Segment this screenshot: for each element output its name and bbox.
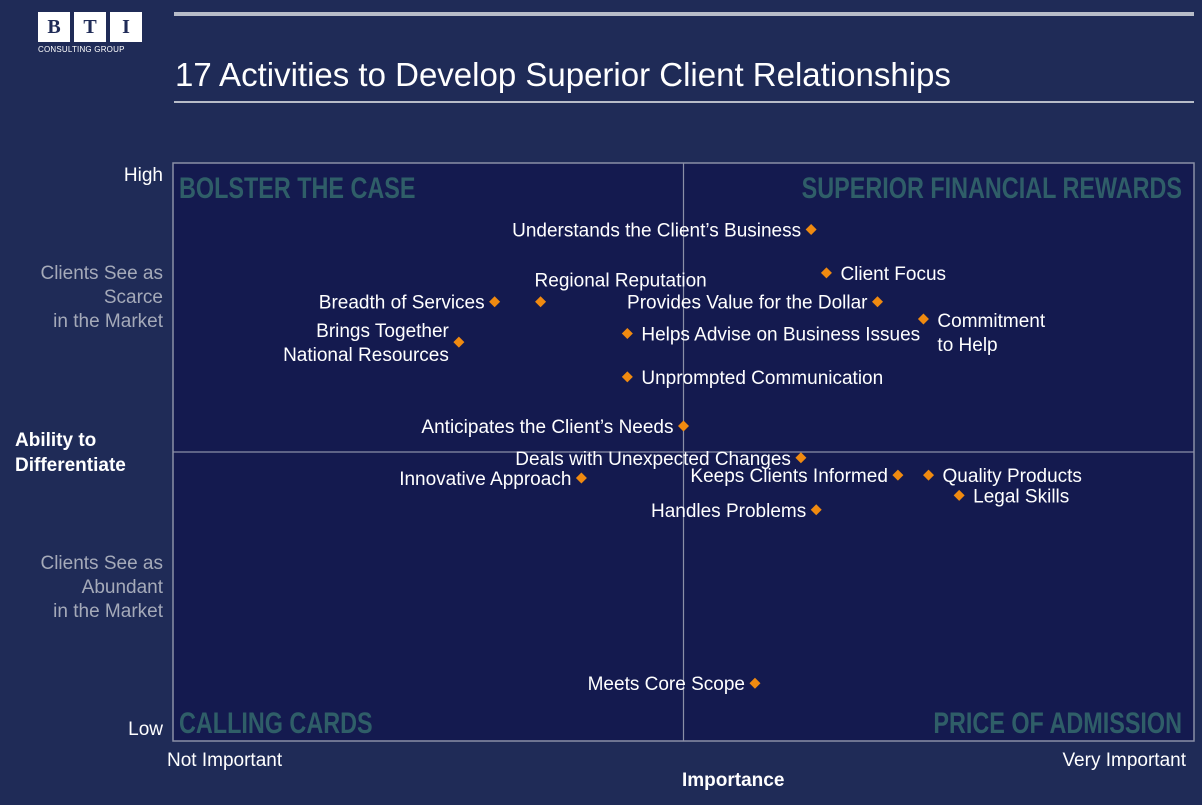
data-point-label: Provides Value for the Dollar — [627, 293, 868, 314]
data-point-marker — [805, 223, 817, 235]
data-point-marker — [795, 452, 807, 464]
logo-letter-b: B — [38, 12, 70, 42]
top-rule — [174, 12, 1194, 16]
data-point-marker — [678, 420, 689, 432]
page-title: 17 Activities to Develop Superior Client… — [175, 56, 951, 93]
data-point-label: Quality Products — [943, 466, 1082, 487]
data-point-label: Keeps Clients Informed — [690, 466, 888, 487]
logo-letter-t: T — [74, 12, 106, 42]
y-abundant-label: Clients See as Abundant in the Market — [40, 552, 163, 624]
quadrant-label-price-of-admission: PRICE OF ADMISSION — [933, 706, 1182, 739]
y-scarce-label: Clients See as Scarce in the Market — [40, 262, 163, 334]
y-axis-title: Ability to Differentiate — [15, 428, 126, 478]
data-point-marker — [621, 328, 633, 340]
data-point-label: Anticipates the Client’s Needs — [421, 417, 673, 438]
data-point-marker — [489, 296, 501, 308]
quadrant-label-superior: SUPERIOR FINANCIAL REWARDS — [802, 171, 1182, 204]
data-point-marker — [749, 677, 761, 689]
y-scarce-line-1: Clients See as — [40, 263, 163, 284]
data-point-marker — [453, 336, 465, 348]
y-tick-high: High — [123, 165, 163, 186]
data-point-label: Breadth of Services — [319, 293, 485, 314]
data-point-marker — [810, 504, 822, 516]
data-point-label: Meets Core Scope — [588, 674, 745, 695]
y-abundant-line-1: Clients See as — [40, 553, 163, 574]
data-point-label: Understands the Client’s Business — [512, 220, 801, 241]
data-point-marker — [575, 472, 587, 484]
y-abundant-line-3: in the Market — [53, 601, 163, 622]
y-scarce-line-2: Scarce — [103, 287, 163, 308]
y-axis-title-line-1: Ability to — [15, 430, 97, 451]
y-tick-low: Low — [128, 719, 163, 740]
y-scarce-line-3: in the Market — [53, 311, 163, 332]
data-point-marker — [820, 267, 832, 279]
quadrant-label-calling-cards: CALLING CARDS — [179, 706, 373, 739]
data-point-marker — [923, 469, 935, 481]
data-point-label: Deals with Unexpected Changes — [515, 449, 791, 470]
data-point-marker — [892, 469, 904, 481]
data-point-label: Helps Advise on Business Issues — [641, 325, 920, 346]
data-point-label: Handles Problems — [651, 501, 806, 522]
data-point-marker — [871, 296, 883, 308]
y-abundant-line-2: Abundant — [81, 577, 163, 598]
data-point-marker — [535, 296, 547, 308]
data-point-label: Client Focus — [840, 264, 946, 285]
data-point-marker — [953, 489, 965, 501]
data-point-marker — [621, 371, 633, 383]
data-point-label: Unprompted Communication — [641, 368, 883, 389]
title-rule — [174, 101, 1194, 103]
quadrant-label-bolster: BOLSTER THE CASE — [179, 171, 416, 204]
x-tick-high: Very Important — [1062, 750, 1186, 771]
logo-subtitle: CONSULTING GROUP — [38, 45, 125, 54]
data-point-label: Regional Reputation — [535, 271, 707, 292]
logo-letter-i: I — [110, 12, 142, 42]
y-axis-title-line-2: Differentiate — [15, 455, 126, 476]
logo: B T I CONSULTING GROUP — [38, 12, 150, 54]
data-point-label: Legal Skills — [973, 486, 1069, 507]
x-axis-title: Importance — [682, 770, 785, 791]
data-point-label: Innovative Approach — [399, 469, 571, 490]
data-point-marker — [917, 313, 929, 325]
x-tick-low: Not Important — [167, 750, 283, 771]
